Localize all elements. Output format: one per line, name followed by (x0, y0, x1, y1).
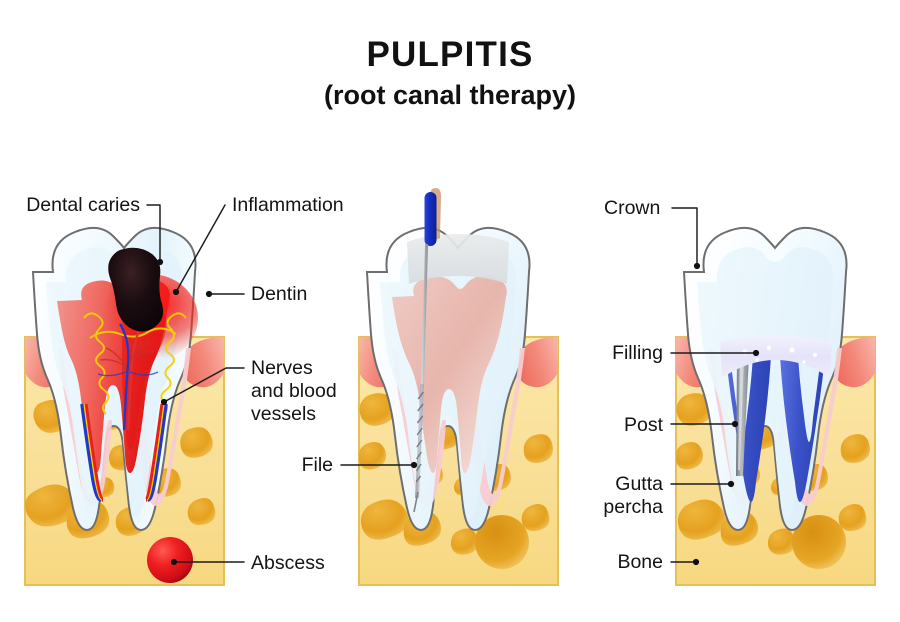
label-dentin[interactable]: Dentin (205, 283, 307, 305)
access-cavity (407, 234, 509, 284)
labels-panel-treatment: File (302, 454, 418, 476)
label-nerves-vessels[interactable]: Nerves and blood vessels (160, 357, 337, 425)
pulp-chamber-middle (392, 275, 507, 473)
label-gutta-percha-anchor (727, 480, 735, 488)
panel-diseased: Dental caries Inflammation Dentin Nerves… (24, 194, 344, 586)
labels-panel-restored: Crown Filling Post Gutta percha (603, 197, 760, 573)
label-abscess[interactable]: Abscess (170, 552, 325, 574)
label-crown-text: Crown (604, 197, 660, 219)
label-nerves-vessels-anchor (160, 398, 168, 406)
label-post[interactable]: Post (624, 414, 739, 436)
file-handle (424, 192, 437, 246)
file-flutes (415, 391, 425, 483)
label-nerves-vessels-line3: vessels (251, 403, 316, 425)
label-crown-anchor (693, 262, 701, 270)
label-crown[interactable]: Crown (604, 197, 701, 270)
labels-panel-diseased: Dental caries Inflammation Dentin Nerves… (26, 194, 343, 574)
page-subtitle: (root canal therapy) (324, 80, 576, 110)
label-dental-caries[interactable]: Dental caries (26, 194, 164, 266)
label-nerves-vessels-line1: Nerves (251, 357, 313, 379)
label-bone-text: Bone (617, 551, 663, 573)
label-dentin-text: Dentin (251, 283, 307, 305)
coronal-filling (720, 336, 832, 378)
page-title: PULPITIS (366, 35, 533, 74)
label-inflammation-anchor (172, 288, 180, 296)
label-gutta-percha[interactable]: Gutta percha (603, 473, 735, 518)
label-file-text: File (302, 454, 333, 476)
label-post-anchor (731, 420, 739, 428)
label-file-anchor (410, 461, 418, 469)
label-dentin-anchor (205, 290, 213, 298)
label-abscess-anchor (170, 558, 178, 566)
label-dental-caries-anchor (156, 258, 164, 266)
gutta-percha-fill (726, 356, 825, 502)
pdl-left-root-2 (137, 348, 191, 506)
label-abscess-text: Abscess (251, 552, 325, 574)
label-inflammation-text: Inflammation (232, 194, 344, 216)
pdl-middle-root-2 (471, 348, 525, 506)
label-dental-caries-text: Dental caries (26, 194, 140, 216)
panel-treatment: File (302, 188, 559, 586)
title-block: PULPITIS (root canal therapy) (324, 35, 576, 110)
label-gutta-percha-line1: Gutta (615, 473, 663, 495)
label-filling[interactable]: Filling (612, 342, 760, 364)
endodontic-file[interactable] (413, 188, 441, 513)
label-post-text: Post (624, 414, 664, 436)
label-filling-text: Filling (612, 342, 663, 364)
file-tip (413, 491, 419, 513)
label-filling-anchor (752, 349, 760, 357)
panel-restored: Crown Filling Post Gutta percha (603, 197, 876, 586)
abscess-lesion (147, 537, 193, 583)
dental-caries-lesion (108, 247, 164, 332)
label-bone[interactable]: Bone (617, 551, 700, 573)
label-bone-anchor (692, 558, 700, 566)
label-file[interactable]: File (302, 454, 418, 476)
gum-right-2 (515, 337, 558, 388)
label-gutta-percha-line2: percha (603, 496, 663, 518)
bone-trabeculae-right (676, 350, 870, 569)
label-nerves-vessels-line2: and blood (251, 380, 337, 402)
label-inflammation[interactable]: Inflammation (172, 194, 344, 296)
file-shaft (415, 244, 428, 498)
gum-right-3 (832, 337, 875, 388)
